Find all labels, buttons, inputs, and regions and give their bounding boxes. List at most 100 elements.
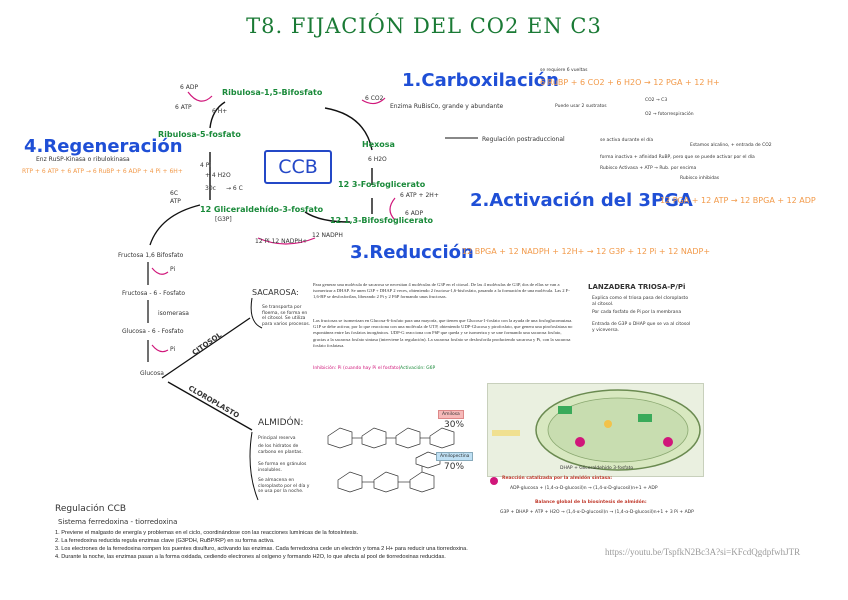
pi-2-label: Pi (170, 346, 176, 353)
adp-6b-label: 6 ADP (405, 210, 424, 217)
glucosa-fosfato-label: Glucosa - 6 - Fosfato (122, 328, 184, 335)
activacion-heading: 2.Activación del 3PGA (470, 190, 693, 211)
sacarosa-brace (250, 297, 263, 329)
almidon-heading: ALMIDÓN: (258, 418, 304, 428)
pi-4-label: 4 Pi (200, 162, 211, 169)
gliceraldehido-label: 12 Gliceraldehído-3-fosfato (200, 205, 324, 214)
reduccion-equation: 12 BPGA + 12 NADPH + 12H+ → 12 G3P + 12 … (462, 247, 711, 256)
youtube-link[interactable]: https://youtu.be/TspfkN2Bc3A?si=KFcdQgdp… (605, 547, 801, 557)
substrate-o2: O2 → fotorrespiración (645, 112, 694, 117)
diagram-caption-1: Reacción catalizada por la almidón sinta… (502, 476, 613, 481)
amilopectina-label: Amilopectina (436, 452, 474, 461)
hexosa-label: Hexosa (362, 140, 395, 149)
sacarosa-heading: SACAROSA: (252, 288, 299, 297)
c30-label: 30c (205, 185, 216, 192)
cofactor-arrow-atp (389, 197, 396, 221)
g3p-abbr: [G3P] (215, 216, 232, 223)
regulation-detail-3: Rubisco Activasa + ATP → Rub. por encima (600, 166, 697, 171)
pi-1-label: Pi (170, 266, 176, 273)
activacion-equation: 12 PGA + 12 ATP → 12 BPGA + 12 ADP (660, 196, 816, 205)
regulation-item-3: 3. Los electrones de la ferredoxina romp… (55, 546, 468, 553)
regeneracion-sub: Enz RuSP-Kinasa o ribulokinasa (36, 156, 130, 163)
carboxilacion-note: se requiere 6 vueltas (540, 68, 588, 73)
ccb-label: CCB (264, 150, 332, 184)
bifosfoglicerato-label: 12 1,3-Bifosfoglicerato (330, 216, 434, 225)
lanzadera-item-2: Por cada fosfato de Pi por la membrana (592, 310, 682, 315)
regulation-item-2: 2. La ferredoxina reducida regula enzima… (55, 538, 275, 545)
amilopectina-percent: 70% (444, 462, 465, 472)
rubisco-enzyme-note: Puede usar 2 sustratos (555, 104, 607, 109)
h-plus-6-label: 6 H+ (212, 108, 228, 115)
substrate-co2: CO2 → C3 (645, 98, 668, 103)
chloroplast-drawing (492, 389, 701, 471)
cofactor-arrow-pi1 (151, 267, 169, 275)
ribulosa-bifosfato-label: Ribulosa-1,5-Bifosfato (222, 88, 323, 97)
doc-activation: Activación: G6P (400, 366, 436, 371)
cofactor-arrow-pi2 (151, 344, 169, 353)
h2o-6-label: 6 H2O (368, 156, 387, 163)
pathway-arrow-out (149, 204, 201, 246)
regeneracion-equation: RTP + 6 ATP + 6 ATP → 6 RuBP + 6 ADP + 4… (22, 168, 183, 175)
adp-6-label: 6 ADP (180, 84, 199, 91)
diagram-caption-4: G3P + DHAP + ATP + H2O → (1,4-α-D-glucos… (500, 510, 694, 515)
regulation-sub: Sistema ferredoxina - tiorredoxina (58, 518, 178, 526)
isomerasa-label: isomerasa (158, 310, 189, 317)
almidon-note-1: Principal reserva (258, 436, 296, 441)
amilosa-percent: 30% (444, 420, 465, 430)
regulation-item-1: 1. Previene el malgasto de energía y pro… (55, 530, 359, 536)
carboxilacion-equation: 6 RuBP + 6 CO2 + 6 H2O → 12 PGA + 12 H+ (540, 78, 720, 87)
nadph-12-label: 12 NADPH (312, 232, 343, 239)
diagram-inner-label: DHAP + Gliceraldehido 3-fosfato (560, 466, 634, 471)
cofactor-arrow-nadph (257, 237, 316, 245)
carboxilacion-heading: 1.Carboxilación (402, 70, 559, 91)
cloroplasto-divider (167, 381, 253, 431)
lanzadera-item-1: Explica como el triosa pasa del cloropla… (592, 296, 689, 307)
c30-out-label: → 6 C (226, 185, 243, 192)
regulation-list: 1. Previene el malgasto de energía y pro… (55, 529, 468, 561)
amilosa-label: Amilosa (438, 410, 464, 419)
rubisco-enzyme: Enzima RuBisCo, grande y abundante (390, 103, 504, 110)
cycle-arrow-rubp (209, 101, 226, 129)
almidon-note-4: Se almacena en cloroplasto por el día y … (258, 478, 310, 495)
regulation-detail-1: Estamos alcalino, + entrada de CO2 (690, 143, 772, 148)
regulation-heading: Regulación CCB (55, 504, 127, 514)
cycle-arrow-top (324, 107, 373, 151)
glucosa-label: Glucosa (140, 370, 164, 377)
doc-inhibition: Inhibición: Pi (cuando hay Pi el fosfato… (313, 366, 401, 371)
citosol-divider (161, 317, 251, 379)
fosfoglicerato-label: 12 3-Fosfoglicerato (338, 180, 426, 189)
cofactor-arrow-co2 (361, 97, 386, 105)
regulation-detail-2: forma inactiva + afinidad RuBP, pero que… (600, 155, 755, 160)
diagram-dot (490, 477, 498, 485)
regulation-postraduccional: Regulación postraduccional (482, 136, 565, 143)
regulation-detail-4: Rubisco inhibidas (680, 176, 720, 181)
c6-label: 6C (170, 190, 179, 197)
nadph-pi-label: 12 Pi 12 NADPH+ (255, 238, 308, 245)
almidon-note-3: Se forma en gránulos insolubles. (258, 462, 307, 473)
diagram-caption-2: ADP-glucosa + (1,4-α-D-glucosil)n → (1,4… (510, 486, 658, 491)
fructosa-bifosfato-label: Fructosa 1,6 Bifosfato (118, 252, 184, 259)
lanzadera-heading: LANZADERA TRIOSA-P/Pi (588, 283, 686, 291)
fructosa-fosfato-label: Fructosa - 6 - Fosfato (122, 290, 186, 297)
page-title: T8. FIJACIÓN DEL CO2 EN C3 (246, 14, 602, 38)
co2-6-label: 6 CO2 (365, 95, 384, 102)
almidon-note-2: de los hidratos de carbono en plantas. (258, 444, 303, 455)
cycle-arrow-bpga (304, 211, 351, 223)
regeneracion-heading: 4.Regeneración (24, 136, 183, 157)
starch-structure-image (327, 427, 455, 493)
reduccion-heading: 3.Reducción (350, 242, 474, 263)
atp-small-label: ATP (170, 198, 181, 205)
h2o-4-label: + 4 H2O (205, 172, 231, 179)
regulation-text: se activa durante el día (600, 138, 654, 143)
lanzadera-item-3: Entrada de G3P o DHAP que se va al citos… (592, 322, 691, 333)
cofactor-arrow-adp (187, 91, 213, 102)
regulation-item-4: 4. Durante la noche, las enzimas pasan a… (55, 554, 446, 561)
almidon-brace (249, 431, 259, 501)
ribulosa-fosfato-label: Ribulosa-5-fosfato (158, 130, 241, 139)
atp-6-label: 6 ATP (175, 104, 192, 111)
diagram-caption-3: Balance global de la biosíntesis de almi… (535, 500, 647, 505)
atp-2h-label: 6 ATP + 2H+ (400, 192, 439, 199)
chloroplast-diagram (487, 383, 704, 477)
sacarosa-note: Se transporta por floema, se forma en el… (262, 305, 311, 327)
